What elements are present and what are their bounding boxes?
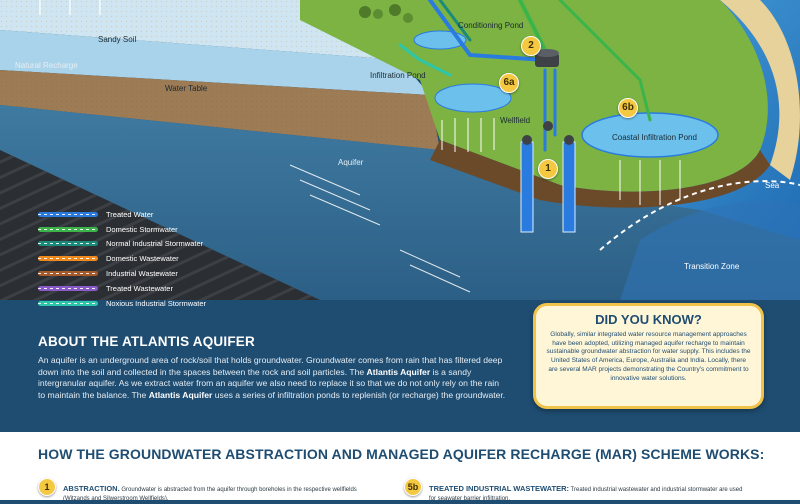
label-sea: Sea	[765, 181, 780, 190]
coastal-infiltration-pond	[581, 112, 719, 158]
label-transition-zone: Transition Zone	[684, 262, 740, 271]
aquifer-cross-section-diagram	[0, 0, 800, 300]
transition-zone-boundary	[599, 180, 800, 251]
label-natural-recharge: Natural Recharge	[15, 61, 78, 70]
legend-swatch	[38, 226, 98, 232]
land-edge	[430, 140, 770, 208]
legend-item: Noxious Industrial Stormwater	[38, 296, 206, 311]
scheme-step-5b: 5b TREATED INDUSTRIAL WASTEWATER: Treate…	[404, 478, 742, 504]
legend-item: Treated Water	[38, 207, 206, 222]
legend-label: Normal Industrial Stormwater	[106, 239, 204, 249]
legend-swatch	[38, 256, 98, 262]
legend-swatch	[38, 285, 98, 291]
scheme-step-badge-5b: 5b	[404, 478, 422, 496]
scheme-section: HOW THE GROUNDWATER ABSTRACTION AND MANA…	[0, 432, 800, 500]
pipe-network	[398, 0, 652, 152]
about-text: An aquifer is an underground area of roc…	[38, 355, 506, 400]
boreholes	[520, 121, 576, 233]
legend-item: Industrial Wastewater	[38, 266, 206, 281]
did-you-know-box: DID YOU KNOW? Globally, similar integrat…	[533, 303, 764, 409]
did-you-know-text: Globally, similar integrated water resou…	[546, 331, 751, 382]
label-sandy-soil: Sandy Soil	[98, 35, 137, 44]
legend-swatch	[38, 271, 98, 277]
step-badge-6b: 6b	[618, 98, 638, 118]
step-badge-2: 2	[521, 36, 541, 56]
legend-swatch	[38, 300, 98, 306]
about-section: ABOUT THE ATLANTIS AQUIFER An aquifer is…	[38, 334, 508, 401]
scheme-step-1: 1 ABSTRACTION. Groundwater is abstracted…	[38, 478, 357, 504]
label-coastal-infiltration-pond: Coastal Infiltration Pond	[612, 133, 697, 142]
legend-item: Domestic Stormwater	[38, 222, 206, 237]
scheme-step-title: ABSTRACTION.	[63, 484, 120, 493]
label-infiltration-pond: Infiltration Pond	[370, 71, 426, 80]
label-water-table: Water Table	[165, 84, 208, 93]
reservoir-tank	[535, 49, 559, 67]
scheme-step-badge-1: 1	[38, 478, 56, 496]
infiltration-arrows	[441, 118, 681, 205]
legend-label: Domestic Wastewater	[106, 254, 179, 264]
scheme-step-text-cont: (Witzands and Silwerstroom Wellfields).	[63, 496, 169, 502]
about-title: ABOUT THE ATLANTIS AQUIFER	[38, 334, 255, 349]
scheme-step-text: Treated industrial wastewater and indust…	[569, 487, 743, 493]
groundwater-flow-arrows	[289, 164, 471, 293]
scheme-step-text: Groundwater is abstracted from the aquif…	[119, 487, 357, 493]
legend-label: Treated Water	[106, 209, 154, 219]
label-aquifer: Aquifer	[338, 158, 364, 167]
legend-label: Treated Wastewater	[106, 283, 173, 293]
legend-label: Noxious Industrial Stormwater	[106, 298, 207, 308]
infiltration-pond	[434, 83, 512, 113]
step-badge-6a: 6a	[499, 73, 519, 93]
natural-recharge-band	[0, 30, 430, 95]
dune	[720, 0, 800, 180]
legend-item: Domestic Wastewater	[38, 251, 206, 266]
step-badge-1: 1	[538, 159, 558, 179]
did-you-know-title: DID YOU KNOW?	[595, 312, 702, 327]
saltwater-zone	[620, 200, 800, 300]
legend-item: Normal Industrial Stormwater	[38, 237, 206, 252]
legend-swatch	[38, 241, 98, 247]
label-conditioning-pond: Conditioning Pond	[458, 21, 524, 30]
scheme-step-title: TREATED INDUSTRIAL WASTEWATER:	[429, 484, 569, 493]
label-wellfield: Wellfield	[500, 116, 531, 125]
legend-item: Treated Wastewater	[38, 281, 206, 296]
scheme-step-text-cont: for seawater barrier infiltration.	[429, 496, 511, 502]
tree-cluster	[359, 4, 413, 23]
legend-swatch	[38, 211, 98, 217]
legend-label: Domestic Stormwater	[106, 224, 178, 234]
natural-recharge-arrows	[39, 0, 101, 15]
conditioning-pond	[413, 30, 467, 50]
legend-label: Industrial Wastewater	[106, 269, 178, 279]
scheme-title: HOW THE GROUNDWATER ABSTRACTION AND MANA…	[38, 446, 765, 462]
